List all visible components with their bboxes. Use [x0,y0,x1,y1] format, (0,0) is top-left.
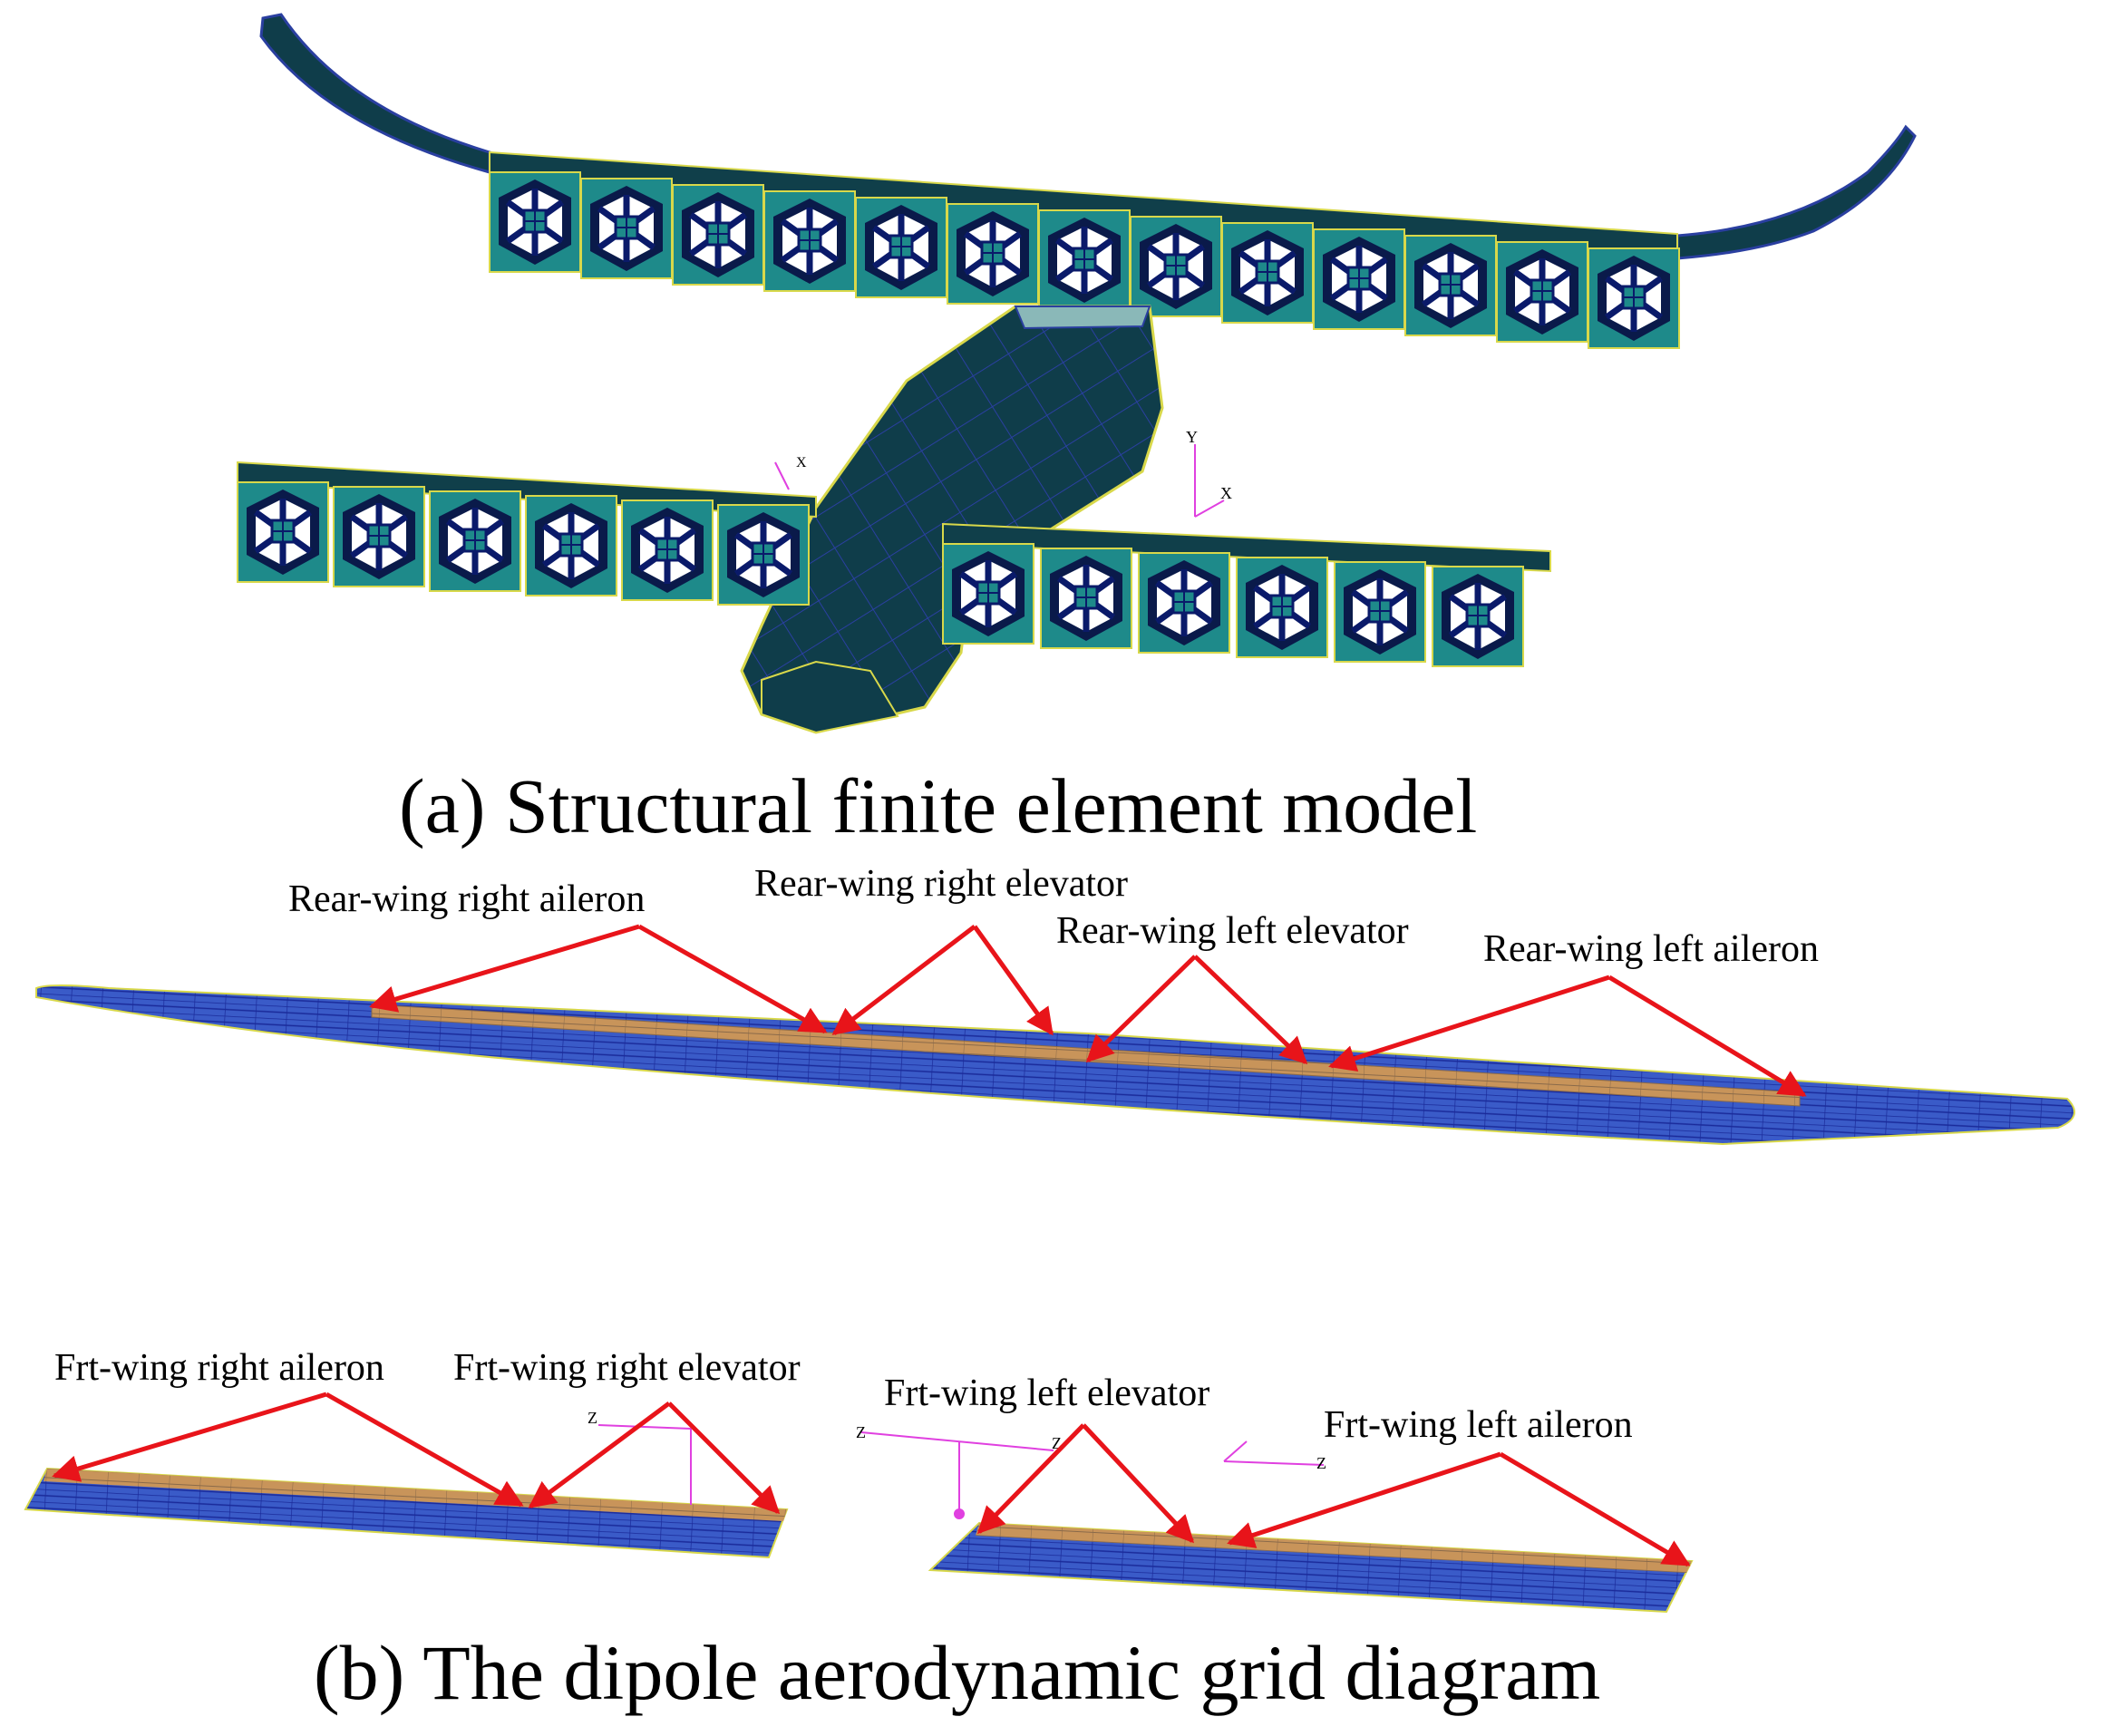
label-rear-left-elevator: Rear-wing left elevator [1056,910,1409,952]
arrow-frt-right-elevator-a [528,1401,671,1509]
axis-x-label-2: X [796,455,807,470]
arrow-frt-left-elevator-a [976,1423,1085,1535]
rear-wing-control-surface-strip [371,1004,1801,1107]
fan-cell [490,172,580,272]
label-rear-right-elevator: Rear-wing right elevator [754,863,1128,905]
fan-cell [1335,562,1425,662]
fan-cell [673,185,763,285]
grid-coordinate-systems [597,1424,1325,1519]
label-frt-left-aileron: Frt-wing left aileron [1324,1404,1633,1446]
fuselage-nose [761,660,899,734]
axis-z-label-4: Z [1316,1454,1326,1472]
fan-cell [581,179,672,278]
front-wing-left-control-strip [976,1523,1692,1573]
fan-cell [947,204,1038,304]
fan-cell [1039,210,1130,310]
fan-cell [1314,229,1404,329]
arrow-frt-right-aileron-b [325,1392,524,1508]
rear-wing-left-tip [259,13,491,174]
fan-cell [622,500,713,600]
axis-z-label-1: Z [588,1409,597,1427]
arrow-frt-right-aileron-a [52,1392,327,1482]
front-wing-right-top [942,522,1551,573]
label-rear-right-aileron: Rear-wing right aileron [288,878,645,920]
axis-z-label-3: Z [1052,1434,1062,1452]
fan-cell [856,198,947,297]
fan-cell [1237,558,1327,657]
label-frt-right-aileron: Frt-wing right aileron [54,1347,384,1389]
arrow-rear-left-elevator-b [1193,955,1308,1065]
arrow-rear-left-aileron-a [1328,975,1610,1072]
front-wing-right-aero-grid [24,1467,789,1559]
arrow-rear-right-elevator-a [831,925,976,1035]
arrow-rear-right-aileron-b [637,924,828,1034]
caption-b: (b) The dipole aerodynamic grid diagram [314,1629,1600,1716]
fan-cell [1497,242,1588,342]
fan-cell [238,482,328,582]
fan-cell [718,505,809,605]
arrow-frt-right-elevator-b [667,1401,781,1515]
rear-wing-panel [35,984,2075,1146]
structural-fe-model: Y X X [238,13,1917,734]
fuselage-canopy [1014,305,1151,330]
caption-a: (a) Structural finite element model [399,762,1477,849]
fan-cell [1139,553,1229,653]
arrow-rear-left-elevator-a [1085,955,1197,1063]
arrow-frt-left-elevator-b [1082,1423,1195,1544]
front-wing-right-control-strip [44,1469,787,1521]
fan-cell [1222,223,1313,323]
fan-cell [943,544,1034,644]
fan-cell [334,487,424,587]
fan-cell [1131,217,1221,316]
fan-cell [764,191,855,291]
coordinate-system-icon [774,444,1225,518]
axis-z-label-2: Z [856,1423,866,1441]
rear-arrows [369,924,1807,1098]
rear-wing-aero-grid [35,984,2075,1146]
axis-x-label: X [1220,484,1232,502]
front-wing-left-aero-grid [928,1521,1694,1614]
arrow-frt-left-aileron-b [1499,1451,1691,1567]
arrow-rear-right-aileron-a [369,924,640,1013]
fan-cell [526,496,617,596]
fan-cell [430,491,520,591]
fan-cell [1433,567,1523,666]
label-rear-left-aileron: Rear-wing left aileron [1483,928,1819,970]
arrow-rear-left-aileron-b [1607,975,1807,1098]
arrow-rear-right-elevator-b [972,925,1054,1036]
fan-cell [1588,248,1679,348]
front-arrows [52,1392,1691,1567]
fan-cell [1041,548,1131,648]
label-frt-left-elevator: Frt-wing left elevator [884,1372,1209,1414]
fan-cell [1405,236,1496,335]
axis-y-label: Y [1186,428,1198,446]
label-frt-right-elevator: Frt-wing right elevator [453,1347,801,1389]
rear-wing-right-tip [1675,124,1917,260]
arrow-frt-left-aileron-a [1227,1451,1501,1548]
